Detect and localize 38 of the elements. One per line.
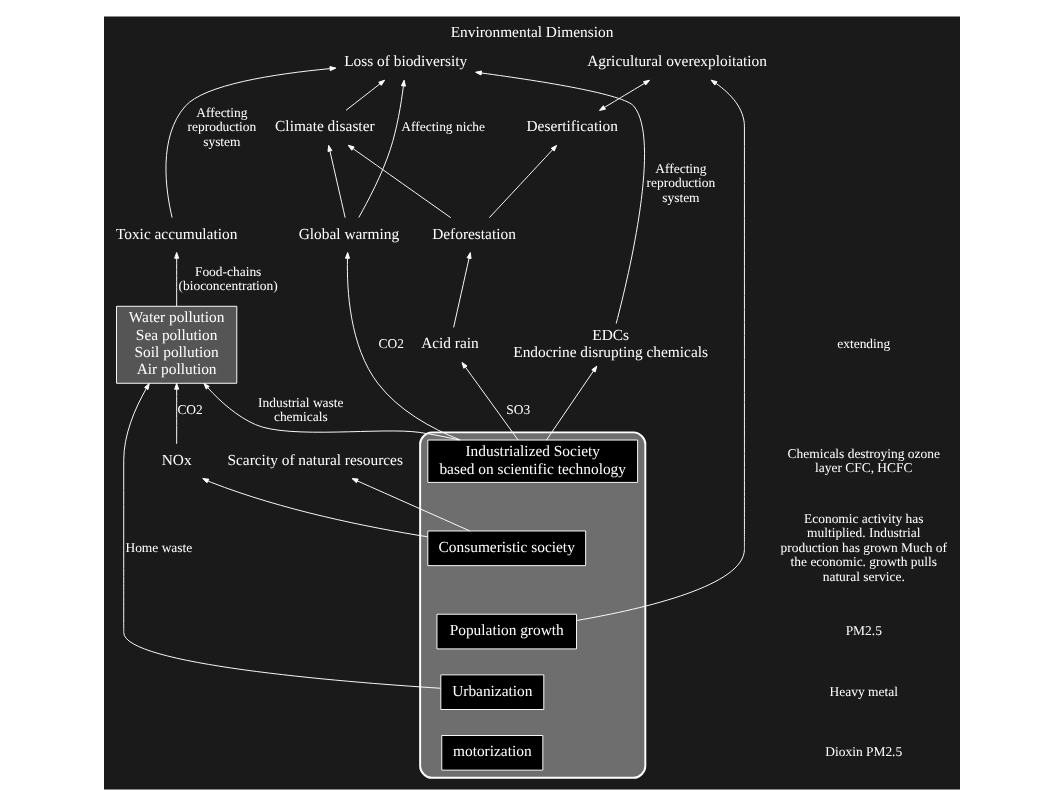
arrow xyxy=(350,478,470,532)
arrow xyxy=(575,79,744,621)
node-text: Acid rain xyxy=(420,334,478,353)
node-text: NOx xyxy=(160,450,191,469)
arrow xyxy=(344,79,385,111)
node-text: EDCs Endocrine disrupting chemicals xyxy=(512,325,708,362)
node-text: Scarcity of natural resources xyxy=(226,450,402,469)
arrow xyxy=(346,144,451,219)
node-text: Agricultural overexploitation xyxy=(586,52,766,71)
node-text: Loss of biodiversity xyxy=(343,52,467,71)
arrow xyxy=(201,478,428,538)
arrow xyxy=(202,382,459,441)
arrow xyxy=(357,79,405,218)
node-text: Deforestation xyxy=(431,224,515,243)
cluster xyxy=(418,431,646,779)
node-text: Global warming xyxy=(297,224,399,243)
arrow xyxy=(487,144,557,219)
arrow xyxy=(460,361,518,441)
arrow xyxy=(164,66,336,219)
node-text: Climate disaster xyxy=(274,117,374,136)
node-box: Population growth xyxy=(435,613,576,650)
arrow xyxy=(452,252,471,328)
node-box: Industrialized Society based on scientific technology xyxy=(426,439,638,483)
node-box: Urbanization xyxy=(439,674,544,710)
diagram-title: Environmental Dimension xyxy=(449,22,613,41)
node-box: Water pollution Sea pollution Soil pollution Air pollution xyxy=(115,305,237,384)
arrow xyxy=(545,365,597,441)
arrow xyxy=(173,252,179,307)
arrow xyxy=(122,383,441,689)
arrow xyxy=(344,252,460,441)
node-box: Consumeristic society xyxy=(426,530,586,567)
arrow xyxy=(173,382,179,445)
arrow xyxy=(326,144,345,219)
node-text: Desertification xyxy=(525,117,617,136)
node-box: motorization xyxy=(440,735,543,771)
arrow xyxy=(474,70,644,325)
arrow xyxy=(598,79,650,111)
node-text: Toxic accumulation xyxy=(114,224,237,243)
